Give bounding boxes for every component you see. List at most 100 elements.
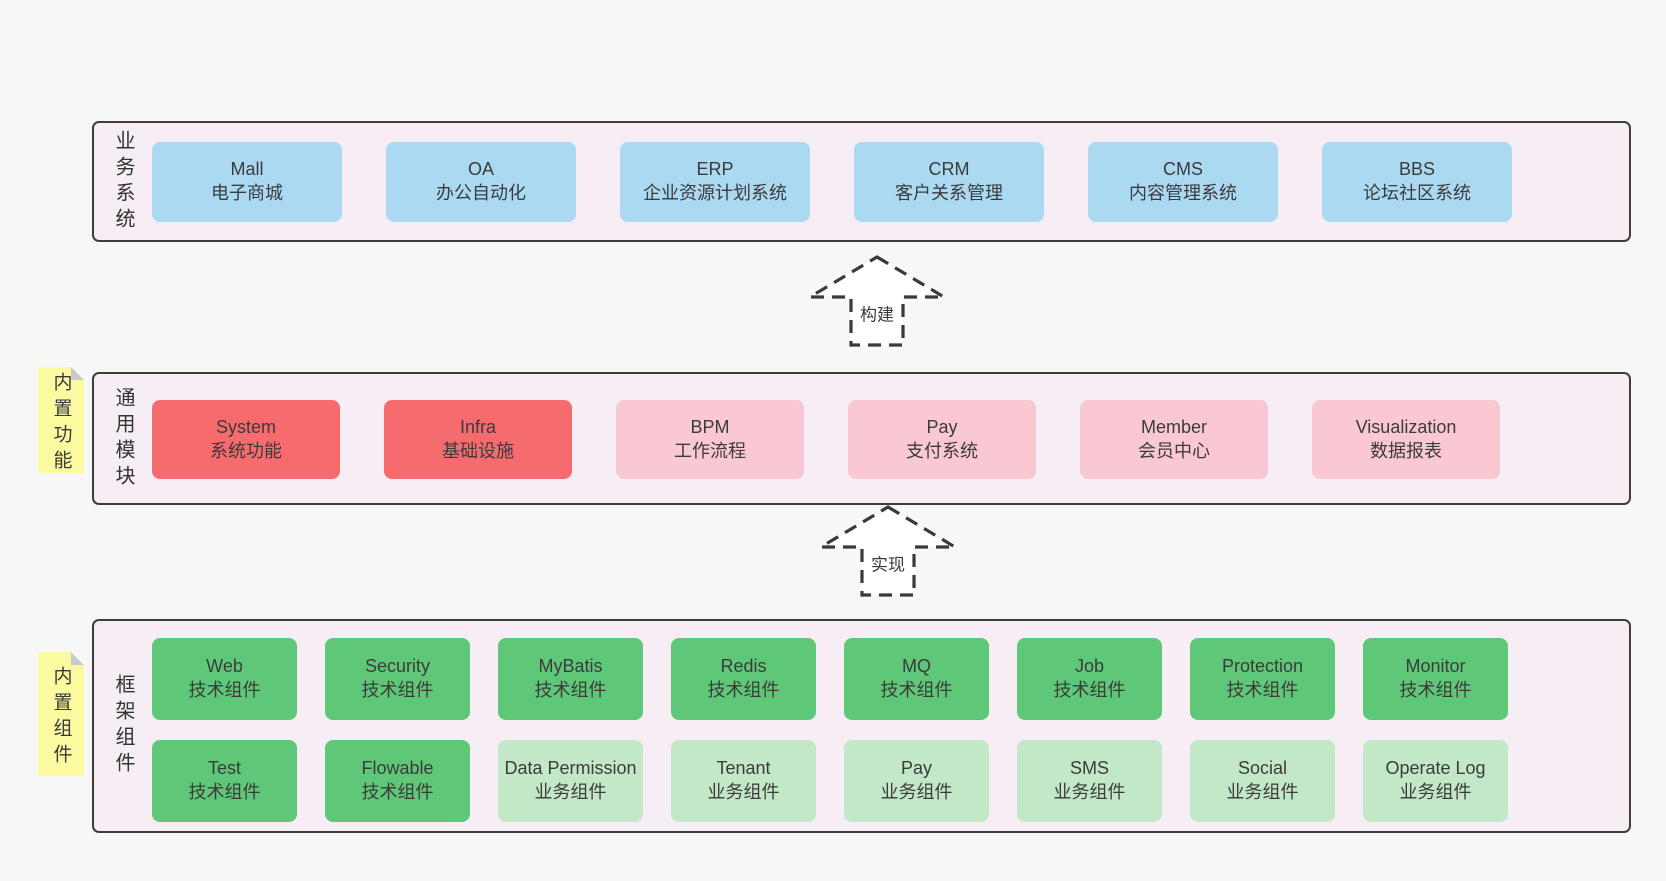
box-bpm-desc: 工作流程 <box>674 440 746 461</box>
box-bpm-name: BPM <box>690 416 730 437</box>
box-redis-desc: 技术组件 <box>707 680 780 700</box>
box-sms-name: SMS <box>1069 758 1109 779</box>
box-test-desc: 技术组件 <box>188 782 261 802</box>
box-data-permission: Data Permission 业务组件 <box>498 740 643 822</box>
box-mall-name: Mall <box>230 159 264 180</box>
box-sms-desc: 业务组件 <box>1053 782 1126 802</box>
box-pay-biz-name: Pay <box>900 758 933 779</box>
sticky-built-in-features-label: 内置功能 <box>50 371 72 476</box>
box-oa: OA 办公自动化 <box>386 142 576 222</box>
box-operate-log-name: Operate Log <box>1385 758 1486 779</box>
sticky-note-built-in-features: 内置功能 <box>38 367 84 476</box>
box-mq-desc: 技术组件 <box>880 680 953 700</box>
box-data-permission-name: Data Permission <box>504 758 637 779</box>
box-redis: Redis 技术组件 <box>671 638 816 720</box>
box-pay-biz: Pay 业务组件 <box>844 740 989 822</box>
box-web-name: Web <box>206 656 243 677</box>
box-redis-name: Redis <box>720 656 767 677</box>
box-operate-log: Operate Log 业务组件 <box>1363 740 1508 822</box>
box-mq: MQ 技术组件 <box>844 638 989 720</box>
box-job: Job 技术组件 <box>1017 638 1162 720</box>
box-tenant-desc: 业务组件 <box>707 782 780 802</box>
box-pay-name: Pay <box>926 416 958 437</box>
box-job-desc: 技术组件 <box>1053 680 1126 700</box>
box-pay: Pay 支付系统 <box>848 400 1036 479</box>
arrow-implement-label: 实现 <box>868 550 908 576</box>
box-monitor: Monitor 技术组件 <box>1363 638 1508 720</box>
box-flowable: Flowable 技术组件 <box>325 740 470 822</box>
box-sms: SMS 业务组件 <box>1017 740 1162 822</box>
layer-common-modules: 通用模块 System 系统功能 Infra 基础设施 BPM 工作流程 Pay 支付系… <box>92 372 1631 505</box>
layer-common-modules-label: 通用模块 <box>112 386 134 491</box>
box-protection-desc: 技术组件 <box>1226 680 1299 700</box>
box-monitor-desc: 技术组件 <box>1399 680 1472 700</box>
framework-components-row-1: Web 技术组件 Security 技术组件 MyBatis 技术组件 Redis 技术… <box>152 638 1508 720</box>
common-modules-row: System 系统功能 Infra 基础设施 BPM 工作流程 Pay 支付系统 Mem… <box>152 400 1500 479</box>
box-mall-desc: 电子商城 <box>211 183 283 203</box>
box-pay-desc: 支付系统 <box>906 440 978 461</box>
box-member-name: Member <box>1140 416 1207 437</box>
box-data-permission-desc: 业务组件 <box>534 782 607 802</box>
box-mq-name: MQ <box>902 656 931 677</box>
box-cms-desc: 内容管理系统 <box>1129 183 1237 203</box>
box-security-name: Security <box>364 656 431 677</box>
box-system-desc: 系统功能 <box>210 440 282 461</box>
box-flowable-name: Flowable <box>361 758 434 779</box>
box-cms: CMS 内容管理系统 <box>1088 142 1278 222</box>
box-mall: Mall 电子商城 <box>152 142 342 222</box>
box-system: System 系统功能 <box>152 400 340 479</box>
box-test-name: Test <box>207 758 241 779</box>
box-operate-log-desc: 业务组件 <box>1399 782 1472 802</box>
box-infra-name: Infra <box>459 416 497 437</box>
box-crm: CRM 客户关系管理 <box>854 142 1044 222</box>
layer-business-systems-label: 业务系统 <box>112 129 134 234</box>
box-social-name: Social <box>1237 758 1288 779</box>
box-protection-name: Protection <box>1221 656 1304 677</box>
box-web: Web 技术组件 <box>152 638 297 720</box>
box-erp-desc: 企业资源计划系统 <box>643 183 787 203</box>
box-visualization-desc: 数据报表 <box>1370 440 1442 461</box>
box-test: Test 技术组件 <box>152 740 297 822</box>
box-member-desc: 会员中心 <box>1138 440 1210 461</box>
box-flowable-desc: 技术组件 <box>361 782 434 802</box>
box-monitor-name: Monitor <box>1405 656 1466 677</box>
framework-components-row-2: Test 技术组件 Flowable 技术组件 Data Permission 业务组… <box>152 740 1508 822</box>
box-security: Security 技术组件 <box>325 638 470 720</box>
box-mybatis: MyBatis 技术组件 <box>498 638 643 720</box>
box-job-name: Job <box>1074 656 1105 677</box>
box-pay-biz-desc: 业务组件 <box>880 782 953 802</box>
box-protection: Protection 技术组件 <box>1190 638 1335 720</box>
box-mybatis-desc: 技术组件 <box>534 680 607 700</box>
box-web-desc: 技术组件 <box>188 680 261 700</box>
layer-framework-components: 框架组件 Web 技术组件 Security 技术组件 MyBatis 技术组件 Re… <box>92 619 1631 833</box>
box-infra: Infra 基础设施 <box>384 400 572 479</box>
sticky-note-built-in-components: 内置组件 <box>38 652 84 776</box>
box-social-desc: 业务组件 <box>1226 782 1299 802</box>
box-crm-desc: 客户关系管理 <box>895 183 1003 203</box>
box-oa-name: OA <box>467 159 494 180</box>
box-crm-name: CRM <box>928 159 970 180</box>
box-oa-desc: 办公自动化 <box>436 183 526 203</box>
box-security-desc: 技术组件 <box>361 680 434 700</box>
layer-framework-components-label: 框架组件 <box>112 674 134 778</box>
box-cms-name: CMS <box>1163 159 1203 180</box>
box-tenant-name: Tenant <box>716 758 771 779</box>
box-mybatis-name: MyBatis <box>538 656 603 677</box>
box-bbs-name: BBS <box>1398 159 1436 180</box>
box-infra-desc: 基础设施 <box>442 440 514 461</box>
arrow-build-label: 构建 <box>857 300 897 326</box>
arrow-implement: 实现 <box>818 504 958 598</box>
box-member: Member 会员中心 <box>1080 400 1268 479</box>
box-bpm: BPM 工作流程 <box>616 400 804 479</box>
box-bbs-desc: 论坛社区系统 <box>1363 183 1471 203</box>
arrow-build: 构建 <box>807 254 947 348</box>
box-system-name: System <box>215 416 276 437</box>
sticky-built-in-components-label: 内置组件 <box>50 665 72 770</box>
box-tenant: Tenant 业务组件 <box>671 740 816 822</box>
box-bbs: BBS 论坛社区系统 <box>1322 142 1512 222</box>
